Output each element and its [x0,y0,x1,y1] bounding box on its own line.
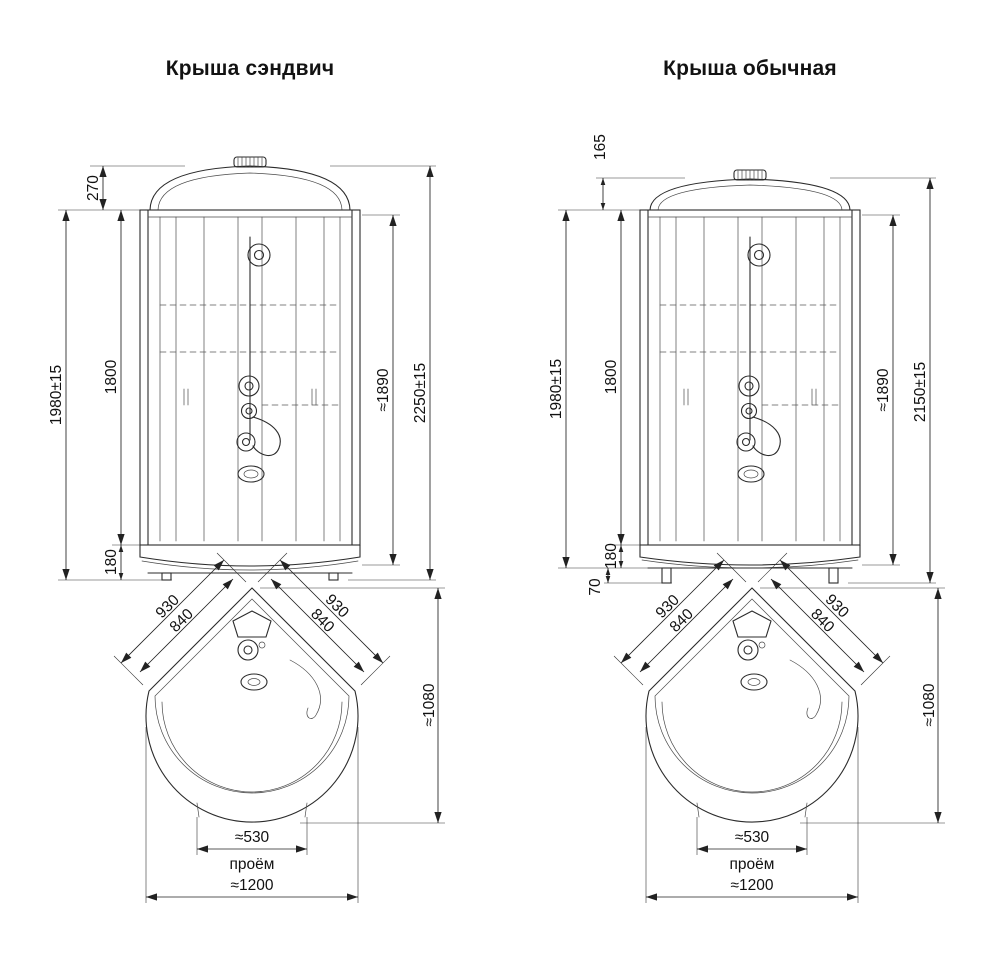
tray-leg-right [828,567,839,584]
plan-dimensions: 930 840 930 840 ≈1080 ≈530 проём ≈1200 [613,552,945,903]
cabin-elevation-view [139,156,361,581]
tray-plan-view [645,587,859,823]
tray-foot-right [328,572,339,581]
tray-inner-rim [161,701,343,793]
shower-tray-elevation [639,544,861,584]
dim-label-overall-width: ≈1200 [231,877,274,894]
roof-unit-hatch [237,156,263,168]
roof-outline [649,178,851,211]
tray-outer-contour [145,587,359,823]
glass-panel-lines [159,216,341,542]
tray-outer-contour [645,587,859,823]
dim-label-opening: ≈530 [235,829,270,846]
corner-column-base [232,610,272,638]
column-regular-roof: Крыша обычная [500,0,1000,955]
opening-tick-left [196,802,200,818]
hose-top-view [789,659,821,719]
opening-tick-right [804,802,808,818]
hand-shower-head-icon [747,243,771,267]
dim-label-overall-right: 2150±15 [912,362,929,422]
tray-foot-left [161,572,172,581]
cabin-elevation-view [639,169,861,584]
soap-dish [237,465,265,483]
shower-tray-elevation [139,544,361,581]
mixer-knob-bottom [240,402,258,420]
dim-label-inner-height: ≈1890 [375,368,392,411]
dim-label-body-height: 1800 [103,359,120,394]
shower-cabin-drawing-regular: 165 1980±15 1800 180 70 ≈1890 2150±15 [548,134,945,903]
dim-label-legs-height: 70 [587,578,604,596]
roof-inner-line [657,184,843,211]
dim-label-overall-left: 1980±15 [548,359,565,419]
opening-caption: проём [230,856,275,873]
dim-label-opening: ≈530 [735,829,770,846]
corner-column-base [732,610,772,638]
opening-caption: проём [730,856,775,873]
shower-column [236,236,281,483]
dim-label-tray-height: 180 [103,549,120,575]
dim-label-overall-right: 2250±15 [412,363,429,423]
opening-tick-left [696,802,700,818]
plan-dimensions: 930 840 930 840 ≈1080 ≈530 проём ≈1200 [113,552,445,903]
mixer-knob-bottom [740,402,758,420]
tray-leg-left [661,567,672,584]
dim-label-roof-height: 270 [85,175,102,201]
diverter-knob [736,432,756,452]
mixer-knob-top [238,375,260,397]
tray-mid-contour [654,598,850,794]
drain-top-view [240,673,268,691]
shower-hose [252,416,281,457]
opening-tick-right [304,802,308,818]
elevation-dimensions: 165 1980±15 1800 180 70 ≈1890 2150±15 [548,134,936,596]
dim-label-roof-height: 165 [592,134,609,160]
dim-label-overall-left: 1980±15 [48,365,65,425]
shower-head-top-view [737,639,759,661]
column-title-regular: Крыша обычная [663,57,837,80]
shower-cabin-drawing-sandwich: 270 1980±15 1800 180 ≈1890 2250±15 [48,156,445,903]
hose-top-view [289,659,321,719]
hand-shower-head-icon [247,243,271,267]
dim-line-side-right-inner [770,578,865,673]
dim-label-inner-height: ≈1890 [875,368,892,411]
column-title-sandwich: Крыша сэндвич [165,57,335,80]
dim-label-overall-width: ≈1200 [731,877,774,894]
soap-dish [737,465,765,483]
elevation-dimensions: 270 1980±15 1800 180 ≈1890 2250±15 [48,165,436,581]
drain-top-view [740,673,768,691]
tray-inner-rim [661,701,843,793]
door-handles [183,388,317,406]
dim-label-depth: ≈1080 [421,683,438,726]
mixer-knob-top [738,375,760,397]
dim-line-side-right-inner [270,578,365,673]
shower-head-top-view [237,639,259,661]
dim-line-side-left-inner [639,578,734,673]
glass-panel-lines [659,216,841,542]
dim-line-side-left-inner [139,578,234,673]
dim-label-body-height: 1800 [603,359,620,394]
roof-unit-hatch [737,169,763,181]
diverter-knob [236,432,256,452]
tray-plan-view [145,587,359,823]
shower-hose [752,416,781,457]
door-handles [683,388,817,406]
column-sandwich-roof: Крыша сэндвич [48,57,445,903]
cabin-frame [139,209,361,546]
cabin-frame [639,209,861,546]
roof-outline [149,165,351,211]
roof-inner-line [157,172,343,211]
tray-mid-contour [154,598,350,794]
dim-label-tray-height: 180 [603,543,620,569]
dim-label-depth: ≈1080 [921,683,938,726]
shower-column [736,236,781,483]
